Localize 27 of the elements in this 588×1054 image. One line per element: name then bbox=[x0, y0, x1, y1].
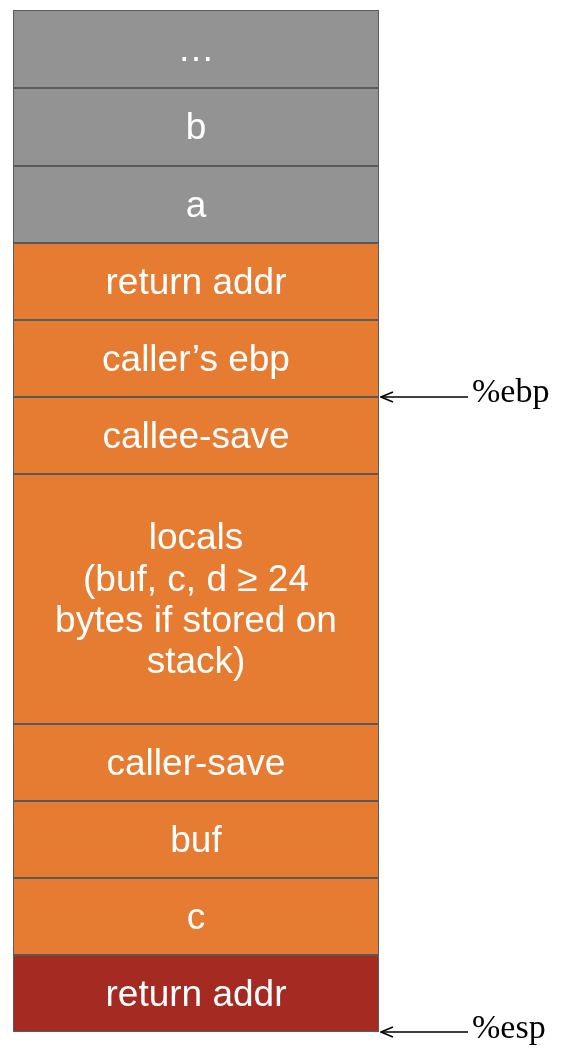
slot-label: buf bbox=[170, 818, 222, 861]
slot-label: (buf, c, d ≥ 24 bytes if stored on stack) bbox=[54, 557, 338, 682]
arrow bbox=[380, 391, 469, 403]
stack-slot bbox=[13, 397, 379, 474]
slot-label: … bbox=[177, 28, 215, 70]
stack-slot bbox=[13, 10, 379, 88]
stack-slot bbox=[13, 88, 379, 166]
slot-label: a bbox=[185, 183, 207, 226]
slot-label: caller-save bbox=[106, 741, 286, 784]
slot-label: return addr bbox=[105, 260, 287, 303]
slot-label: locals bbox=[148, 516, 244, 558]
stack-slot bbox=[13, 878, 379, 955]
stack-slot bbox=[13, 724, 379, 801]
slot-label: callee-save bbox=[102, 414, 290, 457]
register-label: %ebp bbox=[472, 372, 550, 410]
stack-slot bbox=[13, 474, 379, 724]
slot-label: caller’s ebp bbox=[102, 337, 290, 380]
stack-slot bbox=[13, 320, 379, 397]
slot-label: b bbox=[185, 106, 207, 148]
register-label: %esp bbox=[472, 1008, 546, 1046]
stack-slot bbox=[13, 166, 379, 243]
stack-slot bbox=[13, 801, 379, 878]
slot-label: c bbox=[186, 895, 206, 938]
slot-label: return addr bbox=[105, 972, 287, 1015]
stack-slot bbox=[13, 955, 379, 1032]
arrow bbox=[380, 1026, 469, 1038]
stack-slot bbox=[13, 243, 379, 320]
